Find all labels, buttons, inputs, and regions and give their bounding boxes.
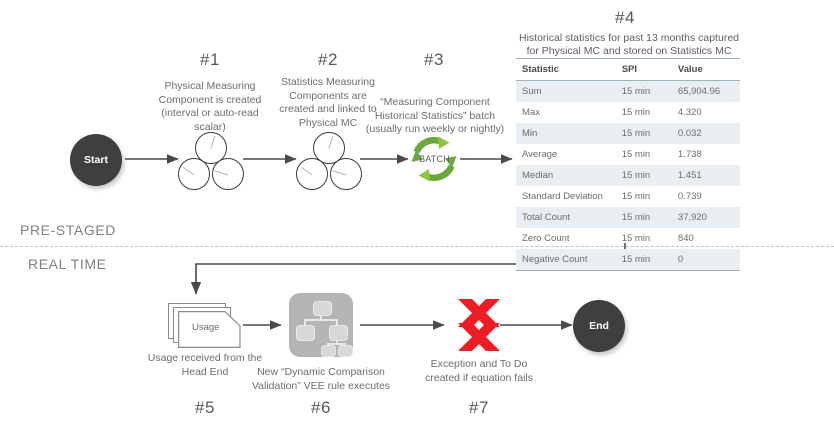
table-row: Negative Count 15 min 0 bbox=[516, 249, 740, 271]
cell-statistic: Zero Count bbox=[522, 233, 570, 244]
cell-spi: 15 min bbox=[615, 123, 672, 144]
cell-statistic: Total Count bbox=[516, 207, 616, 228]
column-header-spi: SPI bbox=[615, 58, 672, 81]
cell-statistic: Negative Count bbox=[516, 249, 616, 271]
table-header-row: Statistic SPI Value bbox=[516, 58, 740, 81]
batch-icon-label: BATCH bbox=[419, 154, 450, 164]
column-header-value: Value bbox=[671, 58, 740, 81]
table-row: Min 15 min 0.032 bbox=[516, 123, 740, 144]
cell-spi: 15 min bbox=[621, 107, 651, 118]
cell-spi: 15 min bbox=[621, 233, 651, 244]
red-x-icon bbox=[458, 299, 500, 351]
step-1-description: Physical Measuring Component is created … bbox=[158, 80, 262, 133]
column-header-statistic: Statistic bbox=[516, 58, 616, 81]
table-row: Average 15 min 1.738 bbox=[516, 144, 740, 165]
step-2-number: #2 bbox=[318, 50, 338, 69]
start-label: Start bbox=[84, 154, 108, 166]
step-2-description: Statistics Measuring Components are crea… bbox=[279, 76, 377, 129]
cell-value: 0 bbox=[671, 249, 740, 271]
usage-front-page bbox=[178, 311, 241, 348]
cell-statistic: Standard Deviation bbox=[522, 191, 603, 202]
usage-documents-icon: Usage bbox=[168, 303, 246, 349]
step-5-number: #5 bbox=[195, 398, 215, 417]
stats-table-title-line2: for Physical MC and stored on Statistics… bbox=[526, 45, 732, 57]
end-label: End bbox=[589, 320, 609, 332]
band-label-pre-staged: PRE-STAGED bbox=[20, 222, 116, 238]
stats-table-title-line1: Historical statistics for past 13 months… bbox=[518, 32, 739, 44]
end-terminator[interactable]: End bbox=[573, 300, 625, 352]
step-4-number: #4 bbox=[615, 8, 635, 27]
table-row: Sum 15 min 65,904.96 bbox=[516, 80, 740, 102]
table-row: Max 15 min 4.320 bbox=[516, 102, 740, 123]
cell-value: 0.739 bbox=[677, 191, 702, 202]
table-row: Total Count 15 min 37,920 bbox=[516, 207, 740, 228]
cell-value: 0.032 bbox=[671, 123, 740, 144]
gauge-cluster-icon bbox=[296, 132, 362, 190]
cell-spi: 15 min bbox=[615, 165, 672, 186]
cell-value: 1.451 bbox=[671, 165, 740, 186]
step-6-number: #6 bbox=[311, 398, 331, 417]
step-3-description: “Measuring Component Historical Statisti… bbox=[365, 96, 505, 135]
step-1-number: #1 bbox=[200, 50, 220, 69]
cell-value: 1.738 bbox=[677, 149, 702, 160]
cell-spi: 15 min bbox=[621, 149, 651, 160]
cell-spi: 15 min bbox=[621, 191, 651, 202]
cell-statistic: Min bbox=[516, 123, 616, 144]
cell-statistic: Median bbox=[516, 165, 616, 186]
band-label-real-time: REAL TIME bbox=[28, 256, 107, 272]
cell-value: 840 bbox=[677, 233, 694, 244]
start-terminator[interactable]: Start bbox=[70, 134, 122, 186]
cell-value: 37,920 bbox=[671, 207, 740, 228]
cell-spi: 15 min bbox=[615, 249, 672, 271]
step-7-description: Exception and To Do created if equation … bbox=[425, 358, 533, 384]
statistics-table: Statistic SPI Value Sum 15 min 65,904.96… bbox=[516, 58, 740, 271]
cell-spi: 15 min bbox=[615, 80, 672, 102]
usage-icon-label: Usage bbox=[192, 322, 220, 333]
cell-statistic: Sum bbox=[516, 80, 616, 102]
batch-cycle-icon bbox=[411, 136, 457, 182]
step-3-number: #3 bbox=[424, 50, 444, 69]
step-7-number: #7 bbox=[469, 398, 489, 417]
table-row: Median 15 min 1.451 bbox=[516, 165, 740, 186]
cell-spi: 15 min bbox=[615, 207, 672, 228]
table-row: Standard Deviation 15 min 0.739 bbox=[516, 186, 740, 207]
step-5-description: Usage received from the Head End bbox=[147, 352, 263, 378]
cell-value: 65,904.96 bbox=[671, 80, 740, 102]
gauge-cluster-icon bbox=[178, 132, 244, 190]
cell-statistic: Max bbox=[522, 107, 540, 118]
vee-rule-icon bbox=[289, 293, 353, 357]
statistics-table-wrap: Statistic SPI Value Sum 15 min 65,904.96… bbox=[516, 58, 740, 271]
staged-realtime-divider bbox=[0, 246, 834, 247]
step-6-description: New “Dynamic Comparison Validation” VEE … bbox=[251, 366, 391, 392]
cell-statistic: Average bbox=[522, 149, 558, 160]
table-row: Zero Count 15 min 840 bbox=[516, 228, 740, 249]
cell-value: 4.320 bbox=[677, 107, 702, 118]
